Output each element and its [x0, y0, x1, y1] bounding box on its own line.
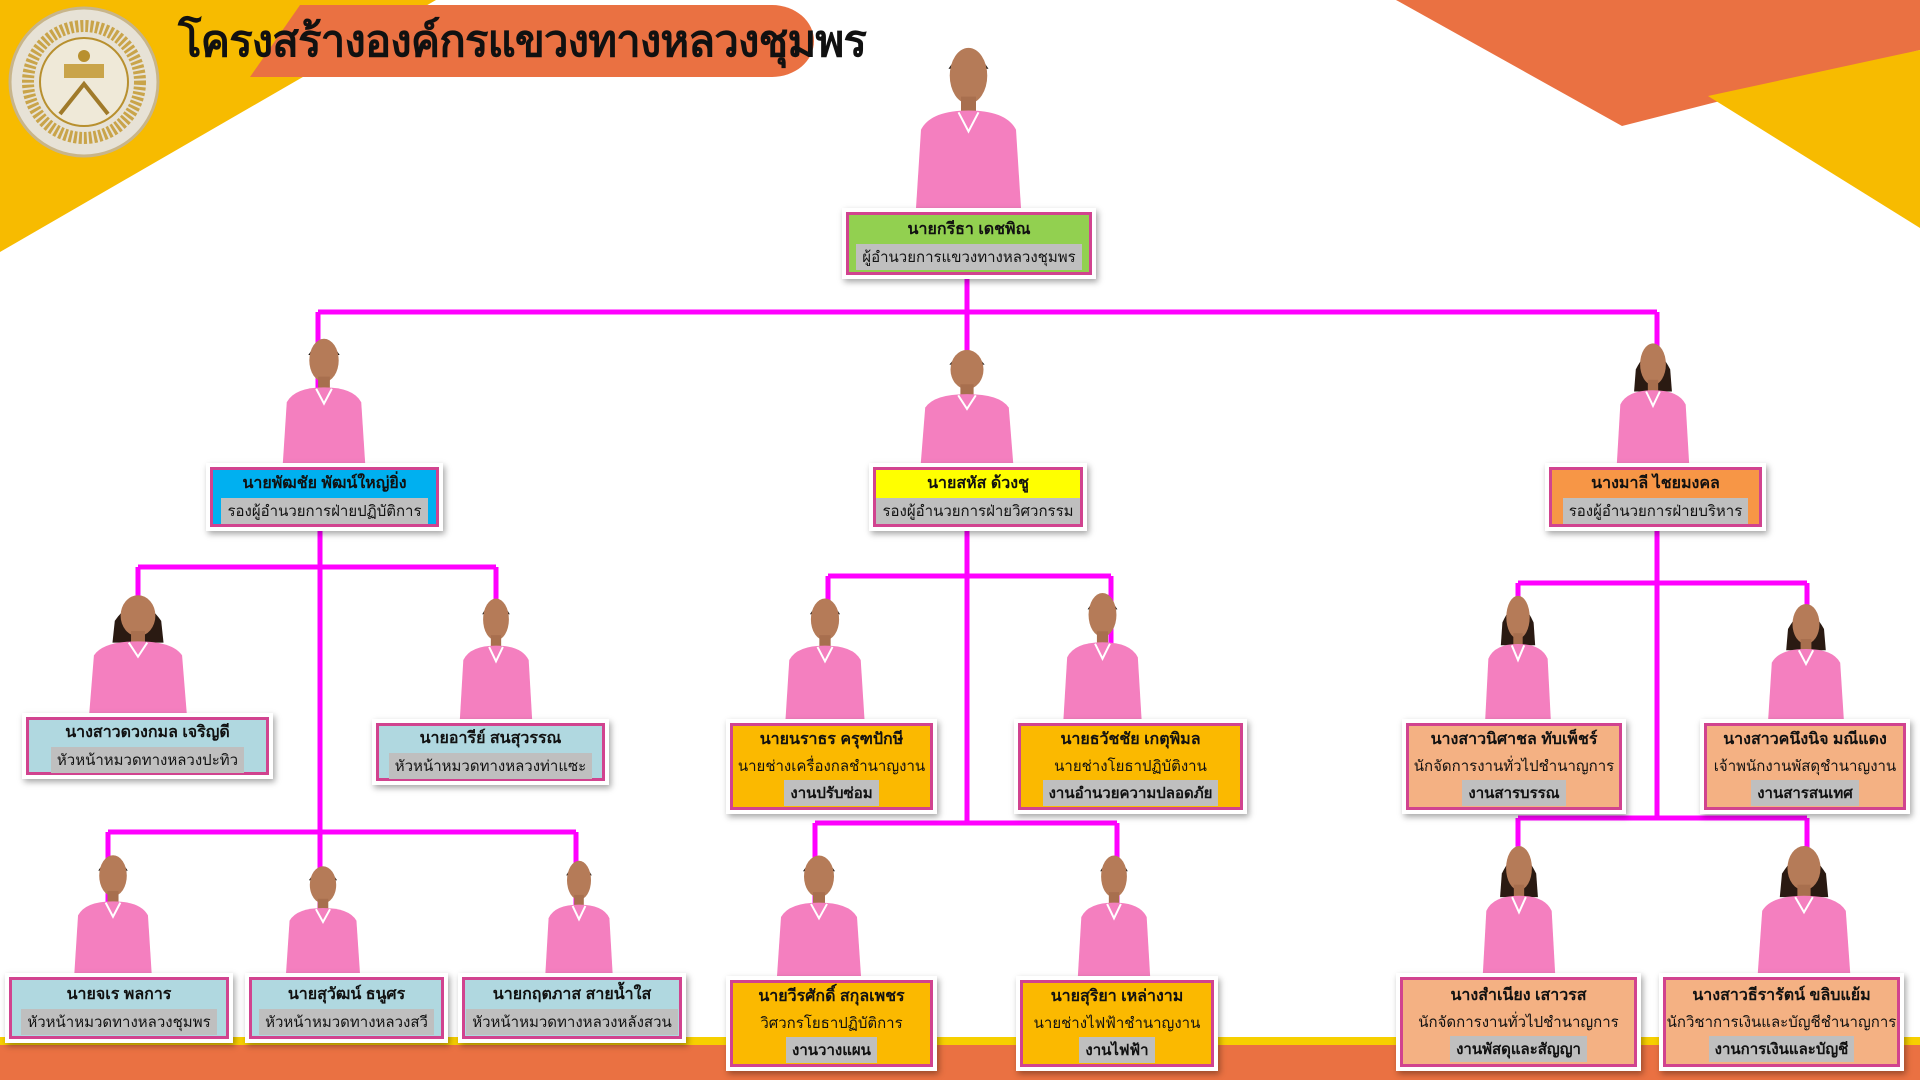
- org-box: นายสุวัฒน์ ธนูศรหัวหน้าหมวดทางหลวงสวี: [245, 973, 448, 1043]
- person-photo: [67, 845, 159, 973]
- person-position: วิศวกรโยธาปฏิบัติการ: [760, 1015, 903, 1032]
- corner-yellow: [1708, 50, 1920, 228]
- work-unit: งานสารสนเทศ: [1751, 780, 1859, 806]
- person-photo: [453, 588, 539, 719]
- person-photo: [1610, 333, 1696, 463]
- person-name: นายสุวัฒน์ ธนูศร: [287, 985, 406, 1003]
- org-box: นายกรีธา เดชพิณผู้อำนวยการแขวงทางหลวงชุม…: [842, 208, 1096, 279]
- org-box: นางสาวคนึงนิจ มณีแดงเจ้าพนักงานพัสดุชำนา…: [1700, 719, 1910, 814]
- person-photo: [279, 857, 367, 973]
- person-photo: [1056, 582, 1149, 719]
- org-box: นายวีรศักดิ์ สกุลเพชรวิศวกรโยธาปฏิบัติกา…: [726, 976, 937, 1071]
- org-box: นายจเร พลการหัวหน้าหมวดทางหลวงชุมพร: [5, 973, 233, 1043]
- person-photo: [912, 340, 1022, 463]
- person-photo: [906, 34, 1031, 208]
- person-position: รองผู้อำนวยการฝ่ายปฏิบัติการ: [221, 497, 428, 524]
- person-photo: [1749, 835, 1859, 973]
- org-box: นายพัฒชัย พัฒน์ใหญ่ยิ่งรองผู้อำนวยการฝ่า…: [206, 463, 443, 531]
- person-position: นักจัดการงานทั่วไปชำนาญการ: [1418, 1013, 1619, 1031]
- person-name: นายกรีธา เดชพิณ: [907, 221, 1031, 238]
- person-name: นางสาวนิศาชล ทับเพ็ชร์: [1430, 731, 1598, 748]
- person-name: นางสาวคนึงนิจ มณีแดง: [1723, 731, 1887, 748]
- work-unit: งานพัสดุและสัญญา: [1450, 1035, 1587, 1062]
- person-name: นายนราธร ครุฑปักษี: [759, 731, 904, 748]
- person-photo: [80, 585, 196, 713]
- org-box: นายธวัชชัย เกตุพิมลนายช่างโยธาปฏิบัติงาน…: [1014, 719, 1247, 814]
- person-photo: [1479, 585, 1557, 719]
- work-unit: งานสารบรรณ: [1462, 780, 1566, 806]
- person-name: นางสาวธีรารัตน์ ขลิบแย้ม: [1692, 986, 1871, 1004]
- person-position: เจ้าพนักงานพัสดุชำนาญงาน: [1713, 758, 1897, 775]
- person-photo: [1761, 594, 1851, 719]
- work-unit: งานปรับซ่อม: [784, 780, 879, 806]
- department-logo: [8, 6, 160, 158]
- org-box: นายอารีย์ สนสุวรรณหัวหน้าหมวดทางหลวงท่าแ…: [372, 719, 609, 785]
- person-photo: [275, 328, 373, 463]
- person-position: หัวหน้าหมวดทางหลวงท่าแซะ: [388, 752, 593, 779]
- person-position: รองผู้อำนวยการฝ่ายบริหาร: [1562, 497, 1749, 524]
- person-photo: [769, 845, 869, 976]
- person-position: นายช่างเครื่องกลชำนาญงาน: [737, 758, 926, 775]
- person-name: นางสาวดวงกมล เจริญดี: [65, 723, 230, 741]
- person-name: นางมาลี ไชยมงคล: [1591, 474, 1720, 492]
- work-unit: งานไฟฟ้า: [1079, 1037, 1155, 1063]
- footer-yellow-stripe: [0, 1037, 1920, 1045]
- org-box: นายสุริยา เหล่างามนายช่างไฟฟ้าชำนาญงานงา…: [1016, 976, 1218, 1071]
- person-name: นายสหัส ด้วงชู: [927, 474, 1029, 492]
- person-position: ผู้อำนวยการแขวงทางหลวงชุมพร: [856, 244, 1082, 270]
- person-name: นายวีรศักดิ์ สกุลเพชร: [758, 988, 905, 1005]
- person-name: นายกฤตภาส สายน้ำใส: [492, 985, 652, 1003]
- title-banner: [250, 5, 814, 77]
- person-name: นายอารีย์ สนสุวรรณ: [419, 729, 562, 747]
- person-photo: [1476, 835, 1562, 973]
- person-position: นักวิชาการเงินและบัญชีชำนาญการ: [1666, 1013, 1897, 1031]
- person-position: หัวหน้าหมวดทางหลวงปะทิว: [50, 746, 245, 773]
- org-box: นางสาวดวงกมล เจริญดีหัวหน้าหมวดทางหลวงปะ…: [22, 713, 273, 779]
- person-position: หัวหน้าหมวดทางหลวงชุมพร: [21, 1008, 217, 1035]
- person-position: นักจัดการงานทั่วไปชำนาญการ: [1413, 758, 1615, 775]
- person-position: นายช่างโยธาปฏิบัติงาน: [1054, 758, 1207, 775]
- org-box: นางสาวธีรารัตน์ ขลิบแย้มนักวิชาการเงินแล…: [1659, 973, 1904, 1071]
- person-photo: [778, 588, 872, 719]
- person-name: นายธวัชชัย เกตุพิมล: [1060, 731, 1201, 748]
- work-unit: งานวางแผน: [786, 1037, 877, 1063]
- person-position: รองผู้อำนวยการฝ่ายวิศวกรรม: [876, 497, 1080, 524]
- org-box: นายกฤตภาส สายน้ำใสหัวหน้าหมวดทางหลวงหลัง…: [458, 973, 686, 1043]
- person-photo: [1071, 845, 1157, 976]
- person-name: นายสุริยา เหล่างาม: [1050, 988, 1184, 1005]
- person-name: นางสำเนียง เสาวรส: [1450, 986, 1587, 1004]
- person-name: นายพัฒชัย พัฒน์ใหญ่ยิ่ง: [242, 474, 407, 492]
- person-name: นายจเร พลการ: [66, 985, 172, 1003]
- corner-orange: [1396, 0, 1920, 126]
- person-position: หัวหน้าหมวดทางหลวงสวี: [259, 1008, 434, 1035]
- org-box: นางสาวนิศาชล ทับเพ็ชร์นักจัดการงานทั่วไป…: [1402, 719, 1626, 814]
- org-box: นางมาลี ไชยมงคลรองผู้อำนวยการฝ่ายบริหาร: [1545, 463, 1766, 531]
- person-position: นายช่างไฟฟ้าชำนาญงาน: [1033, 1015, 1201, 1032]
- org-box: นายสหัส ด้วงชูรองผู้อำนวยการฝ่ายวิศวกรรม: [869, 463, 1087, 531]
- person-position: หัวหน้าหมวดทางหลวงหลังสวน: [466, 1008, 678, 1035]
- work-unit: งานอำนวยความปลอดภัย: [1042, 780, 1219, 806]
- org-box: นายนราธร ครุฑปักษีนายช่างเครื่องกลชำนาญง…: [726, 719, 937, 814]
- person-photo: [539, 851, 619, 973]
- org-box: นางสำเนียง เสาวรสนักจัดการงานทั่วไปชำนาญ…: [1396, 973, 1641, 1071]
- page-title: โครงสร้างองค์กรแขวงทางหลวงชุมพร: [178, 17, 867, 66]
- work-unit: งานการเงินและบัญชี: [1708, 1035, 1855, 1062]
